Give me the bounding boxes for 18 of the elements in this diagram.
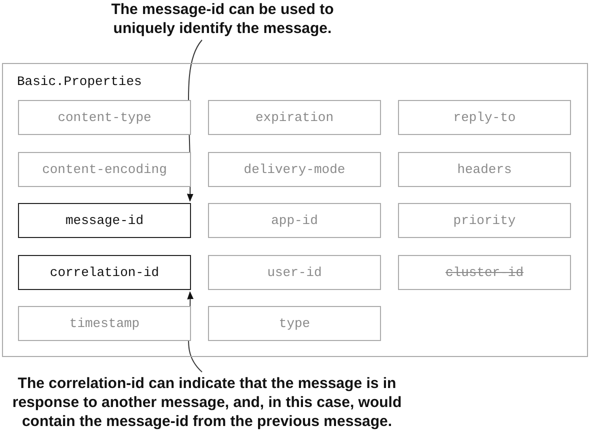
property-box: delivery-mode xyxy=(208,152,381,187)
property-box: cluster-id xyxy=(398,255,571,290)
property-box: expiration xyxy=(208,100,381,135)
property-box: timestamp xyxy=(18,306,191,341)
property-box: content-encoding xyxy=(18,152,191,187)
property-box: content-type xyxy=(18,100,191,135)
group-title: Basic.Properties xyxy=(17,74,142,89)
property-box: type xyxy=(208,306,381,341)
callout-text: The correlation-id can indicate that the message is in response to another message, and, in this case, would contain the message-id from the previous message. xyxy=(12,374,402,436)
property-box: priority xyxy=(398,203,571,238)
callout-text: The message-id can be used to uniquely identify the message. xyxy=(80,0,365,44)
property-box: reply-to xyxy=(398,100,571,135)
property-box: correlation-id xyxy=(18,255,191,290)
property-box: user-id xyxy=(208,255,381,290)
property-box: headers xyxy=(398,152,571,187)
group-frame xyxy=(2,63,588,357)
property-box: app-id xyxy=(208,203,381,238)
property-box: message-id xyxy=(18,203,191,238)
